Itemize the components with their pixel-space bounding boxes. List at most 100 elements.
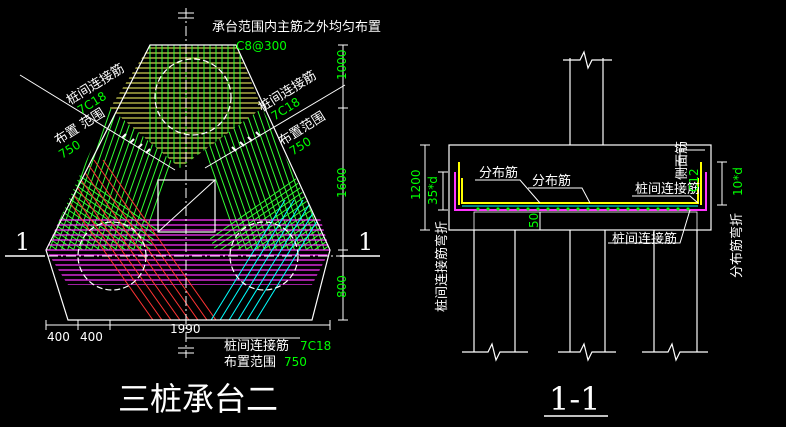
section-dim-height: 1200 (409, 169, 423, 200)
dim-top: 1000 (335, 49, 349, 80)
rebar-line (253, 108, 325, 250)
tie-label-bottom: 桩间连接筋 (612, 231, 677, 247)
bottom-range-label: 布置范围 (224, 355, 276, 370)
rebar-line (46, 239, 180, 250)
section-dimensions (420, 144, 727, 231)
side-bar-spec: C12 (687, 168, 701, 192)
rebar-line (67, 108, 139, 250)
plan-caption: 三桩承台二 (118, 380, 278, 418)
rebar-dot (476, 207, 480, 211)
rebar-line (241, 108, 313, 250)
rebar-dot (516, 207, 520, 211)
dist-bend-label: 分布筋弯折 (729, 213, 745, 278)
rebar-line (75, 159, 197, 320)
plan-note-spec: C8@300 (236, 39, 287, 53)
rebar-dot (496, 207, 500, 211)
dist-bar-label-2: 分布筋 (532, 173, 571, 189)
side-bar-label: 侧面筋 (674, 141, 690, 180)
section-view: 1200 35*d 50 10*d 分布筋 分布筋 桩间连接筋 桩间连接筋 侧面… (409, 50, 745, 418)
rebar-line (180, 125, 330, 250)
rebar-line (180, 131, 330, 250)
section-dim-small: 50 (527, 213, 541, 228)
section-column (563, 50, 612, 145)
rebar-line (102, 159, 224, 320)
dim-left-a: 400 (47, 330, 70, 344)
bottom-tie-label: 桩间连接筋 (224, 338, 289, 354)
diagonal-marks (121, 131, 261, 154)
pile-cap-outline (45, 44, 331, 321)
rebar-line (66, 159, 188, 320)
rebar-line (229, 108, 301, 250)
rebar-dot (666, 207, 670, 211)
rebar-dot (636, 207, 640, 211)
section-mark-right: 1 (340, 228, 380, 257)
rebar-line (93, 159, 215, 320)
hatch-mid-band (46, 219, 330, 285)
rebar-line (235, 108, 307, 250)
bottom-bar-frame (473, 211, 698, 231)
rebar-dot (606, 207, 610, 211)
rebar-line (213, 199, 295, 320)
rebar-line (61, 108, 133, 250)
bottom-tie-spec: 7C18 (300, 339, 331, 353)
rebar-dots (476, 207, 690, 211)
rebar-line (180, 143, 330, 250)
rebar-line (46, 108, 115, 250)
hatch-red-corner (46, 159, 224, 320)
section-mark-right-text: 1 (358, 228, 373, 256)
rebar-dot (486, 207, 490, 211)
section-mark-left: 1 (5, 228, 45, 257)
rebar-dot (616, 207, 620, 211)
rebar-line (57, 159, 179, 320)
rebar-dot (526, 207, 530, 211)
axis-ticks (178, 12, 194, 354)
magenta-bar (454, 172, 707, 211)
rebar-dot (646, 207, 650, 211)
diagonal-range-lines (19, 74, 346, 171)
bottom-range-value: 750 (284, 355, 307, 369)
section-caption: 1-1 (549, 380, 601, 418)
rebar-dot (556, 207, 560, 211)
rebar-line (223, 108, 295, 250)
rebar-line (180, 161, 330, 250)
dist-bar-label-1: 分布筋 (479, 165, 518, 181)
rebar-line (180, 239, 330, 250)
rebar-line (259, 108, 330, 250)
tie-label: 桩间连接筋 (635, 181, 700, 197)
pile-top (154, 58, 232, 136)
section-leaders (475, 149, 705, 244)
rebar-dot (536, 207, 540, 211)
tie-bend-label: 桩间连接筋弯折 (434, 221, 450, 312)
section-piles (462, 230, 708, 362)
rebar-dot (676, 207, 680, 211)
dim-bottom: 800 (335, 275, 349, 298)
rebar-line (46, 143, 180, 250)
rebar-dot (596, 207, 600, 211)
dim-mid: 1600 (335, 167, 349, 198)
rebar-line (46, 191, 180, 250)
rebar-dot (656, 207, 660, 211)
dim-left-b: 400 (80, 330, 103, 344)
rebar-dot (626, 207, 630, 211)
rebar-line (73, 108, 145, 250)
rebar-dot (576, 207, 580, 211)
rebar-line (222, 199, 304, 320)
rebar-dot (686, 207, 690, 211)
dim-width: 1990 (170, 322, 201, 336)
yellow-bar (461, 178, 699, 204)
rebar-line (217, 108, 289, 250)
rebar-line (84, 159, 206, 320)
section-rebar (454, 162, 707, 211)
rebar-line (49, 108, 121, 250)
rebar-line (121, 108, 180, 250)
section-lap-left: 35*d (426, 176, 440, 205)
rebar-line (247, 108, 319, 250)
rebar-line (204, 199, 286, 320)
section-lap-right: 10*d (731, 167, 745, 196)
rebar-line (180, 197, 330, 250)
rebar-dot (566, 207, 570, 211)
rebar-line (231, 199, 313, 320)
rebar-dot (506, 207, 510, 211)
rebar-line (79, 108, 151, 250)
rebar-dot (546, 207, 550, 211)
